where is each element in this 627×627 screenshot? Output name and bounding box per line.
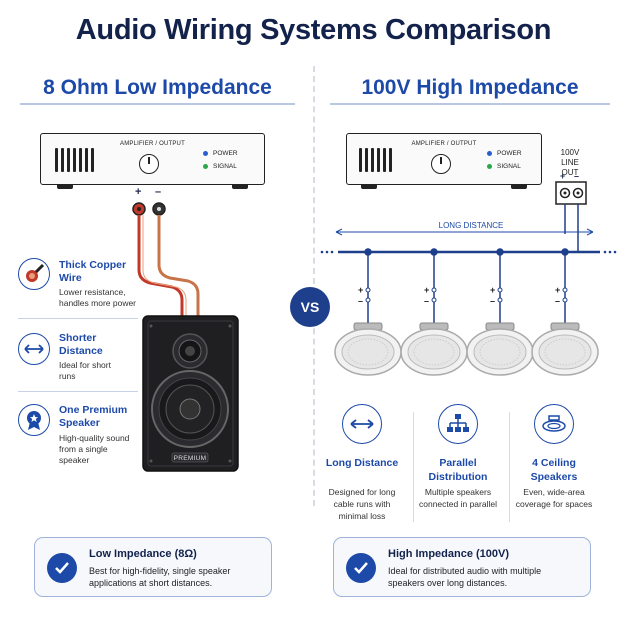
signal-led-icon — [203, 164, 208, 169]
right-summary-desc: Ideal for distributed audio with multipl… — [388, 566, 542, 588]
power-label: POWER — [213, 150, 238, 157]
svg-text:–: – — [424, 296, 429, 306]
column-separator — [509, 412, 510, 522]
double-arrow-icon — [18, 333, 50, 365]
svg-text:+: + — [555, 285, 560, 295]
speaker-badge: PREMIUM — [173, 455, 207, 462]
ceiling-speaker-icon — [534, 404, 574, 444]
network-tree-icon — [438, 404, 478, 444]
column-title-long-distance: Long Distance — [325, 457, 399, 469]
feature-thick-copper-wire — [18, 258, 50, 290]
column-title-parallel: Parallel Distribution — [428, 457, 488, 483]
svg-text:–: – — [555, 296, 560, 306]
line-out-label: 100V LINE OUT — [560, 148, 580, 177]
left-summary-box: Low Impedance (8Ω) Best for high-fidelit… — [34, 537, 272, 597]
award-ribbon-icon — [18, 404, 50, 436]
column-desc-ceiling: Even, wide-area coverage for spaces — [515, 487, 593, 509]
left-wiring-diagram — [132, 202, 239, 472]
svg-text:+: + — [424, 285, 429, 295]
feature-desc-copper: Lower resistance, handles more power — [59, 287, 137, 308]
power-led-icon — [487, 151, 492, 156]
right-summary-title: High Impedance (100V) — [388, 548, 510, 560]
power-label: POWER — [497, 150, 522, 157]
feature-desc-distance: Ideal for short runs — [59, 360, 111, 381]
copper-wire-icon — [18, 258, 50, 290]
vs-badge: VS — [290, 287, 330, 327]
svg-text:–: – — [358, 296, 363, 306]
left-heading: 8 Ohm Low Impedance — [43, 76, 272, 99]
double-arrow-icon — [342, 404, 382, 444]
feature-desc-premium: High-quality sound from a single speaker — [59, 433, 130, 465]
signal-label: SIGNAL — [497, 163, 521, 170]
feature-title-distance: Shorter Distance — [59, 332, 103, 357]
right-amplifier: AMPLIFIER / OUTPUT POWER SIGNAL — [346, 133, 542, 189]
left-summary-title: Low Impedance (8Ω) — [89, 548, 197, 560]
signal-led-icon — [487, 164, 492, 169]
left-heading-underline — [20, 103, 295, 105]
page-title: Audio Wiring Systems Comparison — [75, 14, 552, 46]
feature-premium-speaker — [18, 404, 50, 436]
left-amplifier-label: AMPLIFIER / OUTPUT — [120, 141, 185, 147]
line-out-plus: + — [560, 171, 566, 181]
column-desc-long-distance: Designed for long cable runs with minima… — [328, 487, 396, 521]
volume-knob-icon — [431, 154, 451, 174]
svg-text:–: – — [490, 296, 495, 306]
left-minus-terminal-label: – — [155, 186, 162, 198]
svg-text:+: + — [358, 285, 363, 295]
long-distance-label: LONG DISTANCE — [438, 221, 504, 230]
right-heading-underline — [330, 103, 610, 105]
feature-separator — [18, 318, 138, 319]
feature-separator — [18, 391, 138, 392]
power-led-icon — [203, 151, 208, 156]
right-amplifier-label: AMPLIFIER / OUTPUT — [411, 141, 477, 147]
right-distribution-diagram: +– +– +– +– — [320, 181, 617, 376]
checkmark-icon — [346, 553, 376, 583]
left-plus-terminal-label: + — [135, 186, 142, 198]
feature-title-copper: Thick Copper Wire — [59, 259, 127, 284]
right-summary-box: High Impedance (100V) Ideal for distribu… — [333, 537, 591, 597]
signal-label: SIGNAL — [213, 163, 237, 170]
center-divider — [313, 66, 315, 506]
feature-title-premium: One Premium Speaker — [59, 404, 128, 429]
svg-text:+: + — [490, 285, 495, 295]
right-heading: 100V High Impedance — [361, 76, 579, 99]
left-summary-desc: Best for high-fidelity, single speaker a… — [89, 566, 231, 588]
column-separator — [413, 412, 414, 522]
checkmark-icon — [47, 553, 77, 583]
left-amplifier: AMPLIFIER / OUTPUT POWER SIGNAL — [40, 133, 265, 189]
volume-knob-icon — [139, 154, 159, 174]
line-out-minus: – — [574, 171, 580, 181]
feature-shorter-distance — [18, 333, 50, 365]
column-title-ceiling: 4 Ceiling Speakers — [530, 457, 578, 483]
column-desc-parallel: Multiple speakers connected in parallel — [419, 487, 497, 509]
